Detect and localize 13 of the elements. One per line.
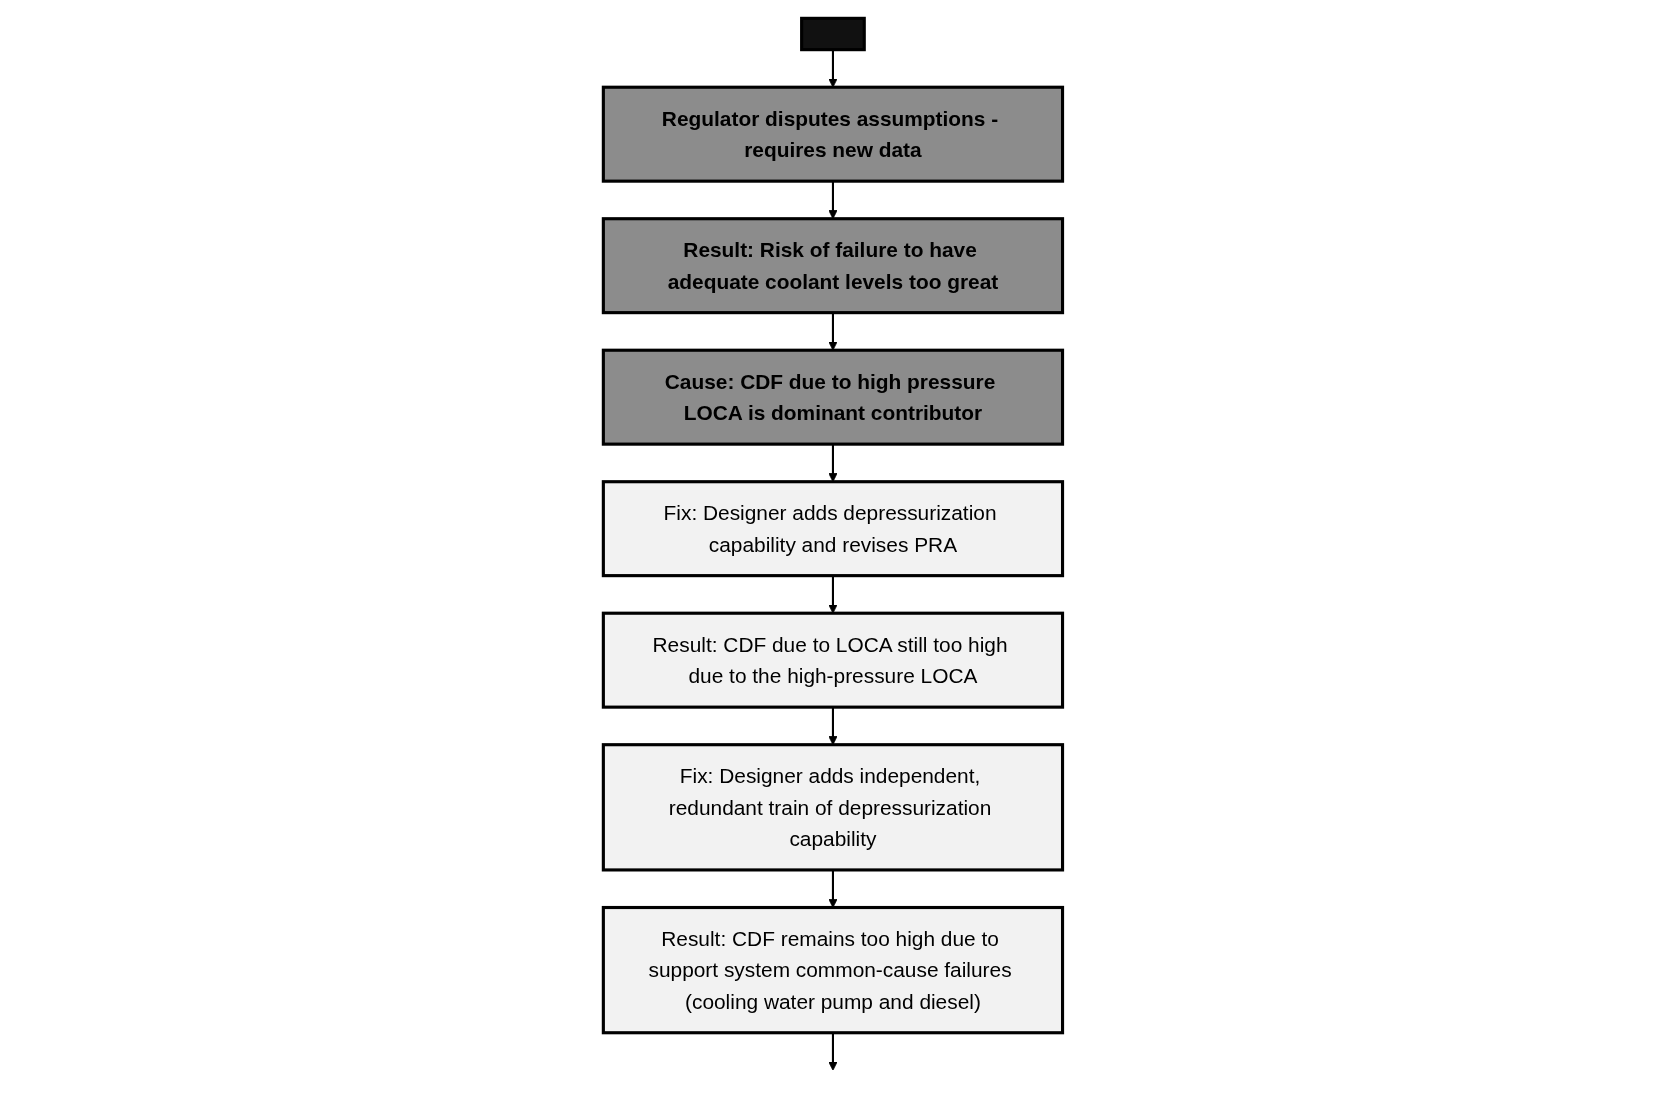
node-box: Result: CDF remains too high due to support system common-cause failures (cooling water pump and diesel) (601, 905, 1064, 1034)
arrow (827, 869, 838, 908)
node-box (799, 16, 866, 51)
arrow (827, 1032, 838, 1071)
arrow (827, 180, 838, 219)
node-box: Result: CDF due to LOCA still too high due to the high-pressure LOCA (601, 611, 1064, 709)
node-box: Fix: Designer adds independent, redundant train of depressurization capability (601, 742, 1064, 871)
node-box: Fix: Designer adds depressurization capability and revises PRA (601, 479, 1064, 577)
arrow (827, 443, 838, 482)
node-box: Cause: CDF due to high pressure LOCA is dominant contributor (601, 348, 1064, 446)
node-box: Result: Risk of failure to have adequate coolant levels too great (601, 216, 1064, 314)
node-box: Regulator disputes assumptions - requires new data (601, 85, 1064, 183)
arrow (827, 706, 838, 745)
